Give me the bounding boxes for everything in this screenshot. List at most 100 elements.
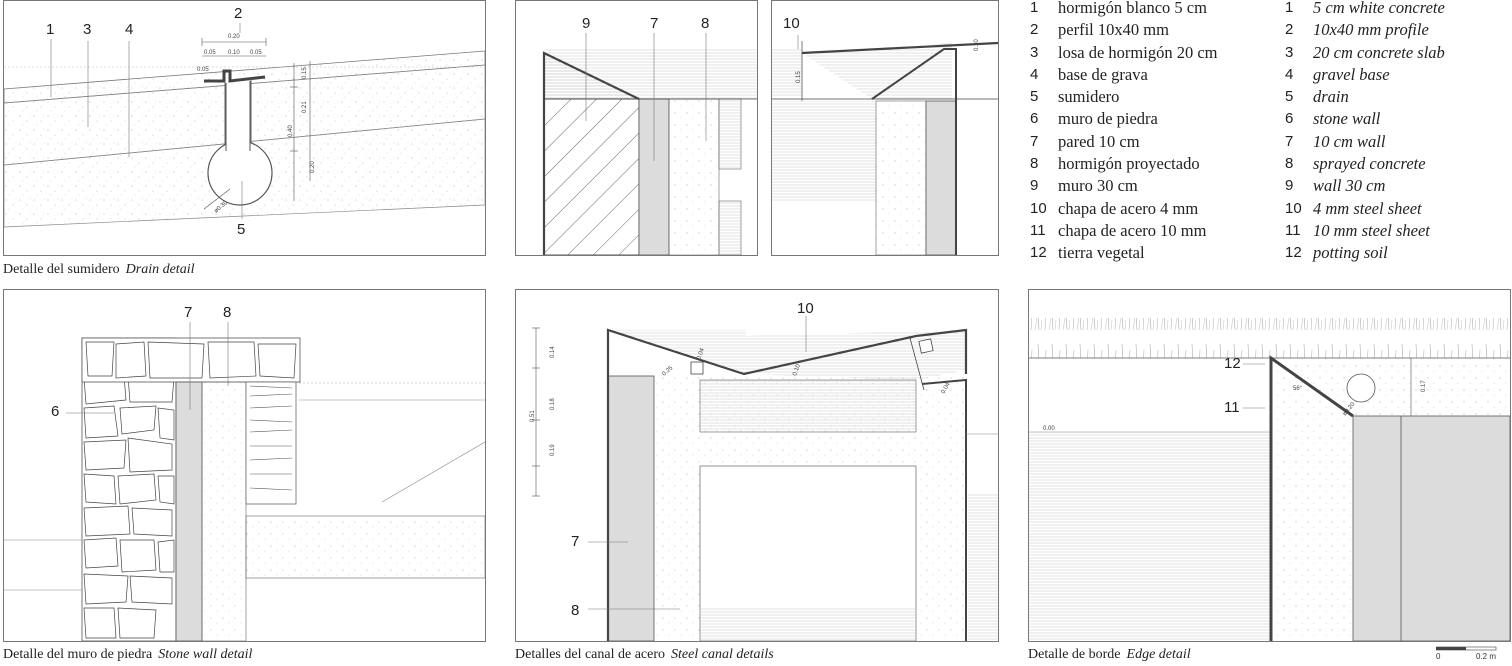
dim-label: 0.04 <box>696 347 706 361</box>
caption-en: Steel canal details <box>671 647 774 662</box>
scale-bar: 0 0.2 m <box>1436 645 1508 663</box>
callout-7: 7 <box>650 15 659 32</box>
dim-label: 0.17 <box>1421 380 1427 392</box>
panel-wall-detail-a: 9 7 8 <box>515 0 758 256</box>
legend-number: 6 <box>1285 110 1294 128</box>
legend-text: stone wall <box>1313 109 1381 129</box>
callout-7: 7 <box>184 304 193 321</box>
stone-wall-drawing <box>4 322 485 641</box>
legend-number: 1 <box>1285 0 1294 16</box>
legend-text: hormigón blanco 5 cm <box>1058 0 1207 17</box>
callout-1: 1 <box>46 21 55 38</box>
dim-label: 0.04 <box>941 381 952 395</box>
legend-number: 3 <box>1030 43 1039 61</box>
legend-number: 10 <box>1285 199 1302 217</box>
legend-number: 9 <box>1030 177 1039 195</box>
legend-number: 11 <box>1030 221 1046 239</box>
legend-row: 4 gravel base <box>1285 64 1510 86</box>
legend-number: 11 <box>1285 221 1301 239</box>
edge-detail-drawing: 0.00 0.17 56° ø0.20 <box>1029 318 1510 641</box>
dim-label: 0.19 <box>550 444 556 456</box>
scale-label-end: 0.2 m <box>1476 652 1497 661</box>
legend-number: 12 <box>1285 244 1302 262</box>
wall-a-drawing <box>542 33 757 255</box>
dim-label: 0.10 <box>974 39 980 51</box>
dim-label: 56° <box>1293 386 1303 392</box>
legend-number: 6 <box>1030 110 1039 128</box>
legend-number: 7 <box>1030 132 1039 150</box>
callout-10: 10 <box>783 15 800 32</box>
dim-label: 0.20 <box>228 34 240 40</box>
callout-8: 8 <box>571 602 580 619</box>
dim-label: 0.10 <box>228 50 240 56</box>
legend-number: 12 <box>1030 244 1047 262</box>
legend-text: wall 30 cm <box>1313 176 1386 196</box>
caption-steel-canal: Detalles del canal de acero Steel canal d… <box>515 647 774 663</box>
legend-text: 4 mm steel sheet <box>1313 198 1422 218</box>
legend-number: 3 <box>1285 43 1294 61</box>
caption-es: Detalle de borde <box>1028 647 1121 662</box>
legend-number: 4 <box>1030 65 1039 83</box>
legend-text: sumidero <box>1058 87 1120 107</box>
legend-row: 3 20 cm concrete slab <box>1285 42 1510 64</box>
legend-text: potting soil <box>1313 243 1388 263</box>
callout-2: 2 <box>234 5 243 22</box>
panel-stone-wall-detail: 7 8 6 <box>3 289 486 642</box>
caption-es: Detalles del canal de acero <box>515 647 666 662</box>
legend-row: 11 10 mm steel sheet <box>1285 220 1510 242</box>
callout-4: 4 <box>125 21 134 38</box>
caption-en: Edge detail <box>1126 647 1191 662</box>
caption-es: Detalle del sumidero <box>3 262 120 277</box>
dim-label: 0.20 <box>310 161 316 173</box>
legend-text: 20 cm concrete slab <box>1313 42 1445 62</box>
steel-canal-drawing: 0.14 0.18 0.51 0.19 0.04 0.04 0.25 0.10 <box>530 316 998 641</box>
dim-label: 0.05 <box>204 50 216 56</box>
legend-row: 1 5 cm white concrete <box>1285 0 1510 19</box>
panel-wall-detail-b: 0.10 0.15 10 <box>771 0 999 256</box>
callout-3: 3 <box>83 21 92 38</box>
legend-text: chapa de acero 4 mm <box>1058 198 1199 218</box>
panel-edge-detail: 0.00 0.17 56° ø0.20 12 11 <box>1028 289 1511 642</box>
legend-text: 5 cm white concrete <box>1313 0 1445 17</box>
legend-text: muro de piedra <box>1058 109 1158 129</box>
legend-row: 12 potting soil <box>1285 242 1510 264</box>
legend-row: 6 stone wall <box>1285 108 1510 130</box>
dim-label: 0.05 <box>197 67 209 73</box>
panel-steel-canal-details: 0.14 0.18 0.51 0.19 0.04 0.04 0.25 0.10 … <box>515 289 999 642</box>
legend-text: gravel base <box>1313 64 1390 84</box>
dim-label: 0.18 <box>550 398 556 410</box>
legend-number: 8 <box>1030 155 1039 173</box>
legend-number: 2 <box>1030 21 1039 39</box>
dim-label: 0.10 <box>792 363 802 377</box>
legend-number: 8 <box>1285 155 1294 173</box>
panel-drain-detail: 0.20 0.05 0.10 0.05 0.05 0.15 0.21 0.40 … <box>3 0 486 256</box>
caption-es: Detalle del muro de piedra <box>3 647 153 662</box>
legend-number: 5 <box>1030 88 1039 106</box>
drain-detail-drawing: 0.20 0.05 0.10 0.05 0.05 0.15 0.21 0.40 … <box>4 23 485 228</box>
legend-text: base de grava <box>1058 64 1148 84</box>
legend-number: 4 <box>1285 65 1294 83</box>
legend-number: 5 <box>1285 88 1294 106</box>
dim-label: 0.51 <box>530 410 536 422</box>
caption-edge: Detalle de borde Edge detail <box>1028 647 1191 663</box>
callout-8: 8 <box>223 304 232 321</box>
dim-label: 0.15 <box>302 67 308 79</box>
legend-text: 10 cm wall <box>1313 131 1386 151</box>
legend-text: 10 mm steel sheet <box>1313 220 1430 240</box>
dim-label: 0.14 <box>550 346 556 358</box>
